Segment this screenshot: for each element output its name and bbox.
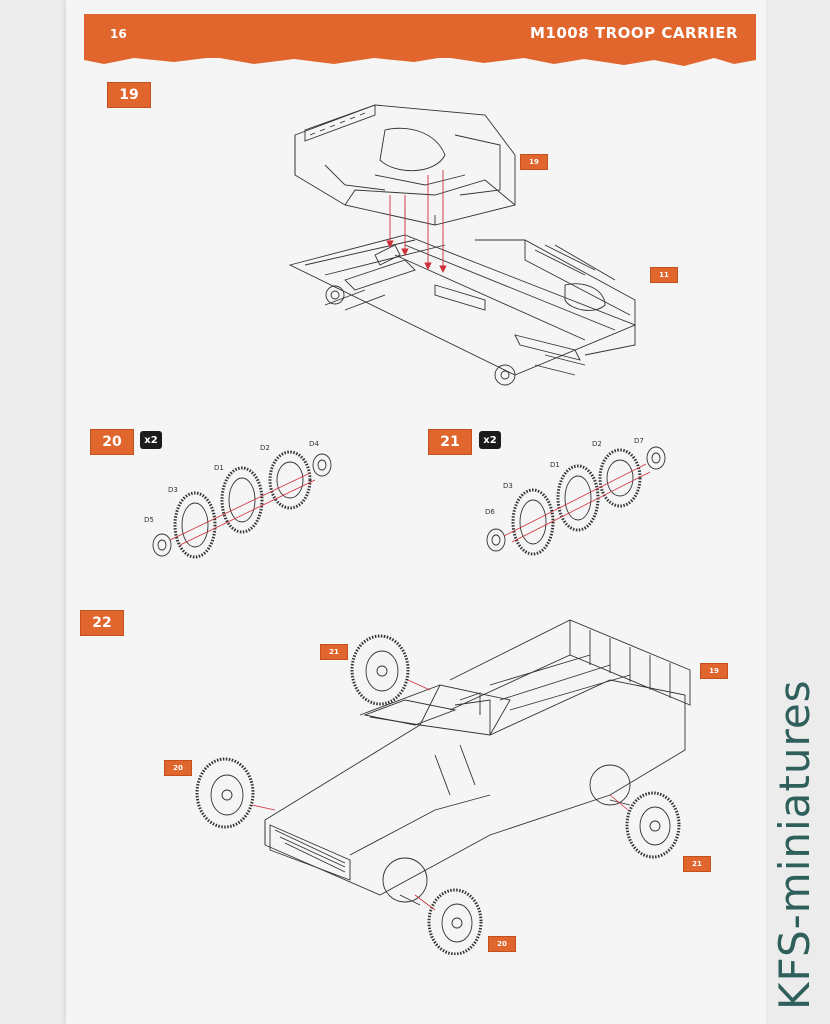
page-number: 16 (110, 27, 127, 41)
step-21-wheel-exploded (486, 446, 666, 556)
part-label-d2: D2 (260, 444, 270, 452)
step-19-badge: 19 (107, 82, 151, 108)
page-header-bar (84, 14, 756, 58)
callout-wheel-rear: 21 (683, 856, 711, 872)
header-rough-edge (84, 52, 756, 66)
step-22-truck-illustration (195, 619, 691, 955)
callout-body: 19 (700, 663, 728, 679)
watermark: KFS-miniatures (770, 679, 819, 1010)
callout-wheel-top: 21 (320, 644, 348, 660)
step-19-illustration (288, 104, 637, 386)
part-label-d1: D1 (550, 461, 560, 469)
callout-wheel-front: 20 (488, 936, 516, 952)
callout-wheel-left: 20 (164, 760, 192, 776)
part-label-d7: D7 (634, 437, 644, 445)
part-label-d1: D1 (214, 464, 224, 472)
step-20-badge: 20 (90, 429, 134, 455)
part-label-d3: D3 (168, 486, 178, 494)
step-20-multiplier: x2 (140, 431, 162, 449)
part-label-d2: D2 (592, 440, 602, 448)
part-label-d4: D4 (309, 440, 319, 448)
callout-11: 11 (650, 267, 678, 283)
callout-19: 19 (520, 154, 548, 170)
step-21-multiplier: x2 (479, 431, 501, 449)
page-title: M1008 TROOP CARRIER (530, 24, 738, 42)
part-label-d3: D3 (503, 482, 513, 490)
step-22-badge: 22 (80, 610, 124, 636)
part-label-d6: D6 (485, 508, 495, 516)
part-label-d5: D5 (144, 516, 154, 524)
step-20-wheel-exploded (152, 450, 332, 559)
step-21-badge: 21 (428, 429, 472, 455)
